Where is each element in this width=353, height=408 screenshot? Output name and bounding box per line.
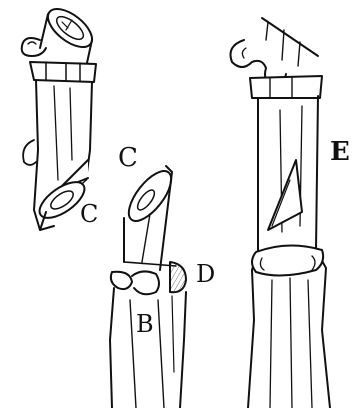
- completed-graft-figure-right: [231, 18, 331, 408]
- scion-figure-left: [22, 2, 99, 230]
- label-d: D: [196, 260, 215, 288]
- label-c-left: C: [80, 200, 98, 228]
- label-e: E: [330, 137, 350, 167]
- label-c-top: C: [118, 143, 138, 173]
- cleft-graft-figure-middle: [110, 164, 186, 408]
- label-b: B: [136, 310, 154, 338]
